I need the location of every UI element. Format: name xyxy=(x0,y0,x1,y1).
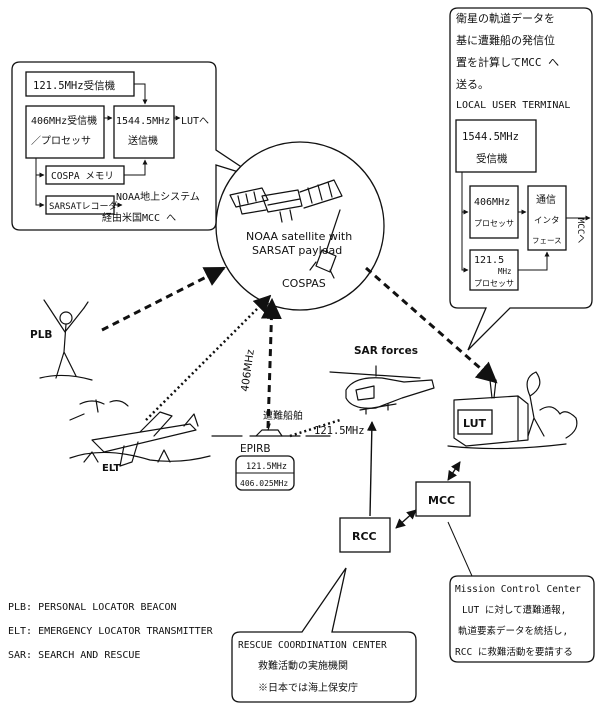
mcc-desc-4: RCC に救難活動を要請する xyxy=(455,646,573,658)
satellite-to-lut-downlink xyxy=(365,266,498,384)
legend: PLB: PERSONAL LOCATOR BEACON ELT: EMERGE… xyxy=(8,602,214,661)
links xyxy=(101,266,498,577)
epirb-to-sar-121 xyxy=(289,418,341,438)
proc-121-label-3: プロセッサ xyxy=(474,279,514,288)
sarsat-recorder-label: SARSATレコーダ xyxy=(49,200,118,212)
elt-uplink xyxy=(145,294,272,421)
rx-1544-lut-label-1: 1544.5MHz xyxy=(462,131,519,143)
epirb-label: EPIRB xyxy=(240,443,271,455)
plb-uplink xyxy=(101,266,226,332)
noaa-ground-label-2: 経由米国MCC へ xyxy=(102,211,176,224)
lut-desc-3: 置を計算してMCC へ xyxy=(456,55,559,69)
mcc-desc-2: LUT に対して遭難通報, xyxy=(462,604,566,616)
satellite-group: NOAA satellite with SARSAT payload COSPA… xyxy=(215,141,385,311)
noaa-satellite-icon xyxy=(229,179,343,223)
plb-label: PLB xyxy=(30,329,52,341)
proc-406-label-1: 406MHz xyxy=(474,197,510,208)
mcc-box xyxy=(415,481,471,517)
mcc-callout-pointer xyxy=(447,521,473,577)
rx-1544-lut-label-2: 受信機 xyxy=(476,152,508,165)
cospa-memory-label: COSPA メモリ xyxy=(51,171,114,182)
epirb-uplink xyxy=(260,297,282,429)
freq-121-label: 121.5MHz xyxy=(314,425,365,437)
cospas-satellite-icon xyxy=(309,209,341,279)
elt-label: ELT xyxy=(102,463,121,474)
tx-1544-label-2: 送信機 xyxy=(128,134,158,147)
noaa-label-1: NOAA satellite with xyxy=(246,230,352,243)
freq-406-label: 406MHz xyxy=(239,348,257,392)
rx-406-label-1: 406MHz受信機 xyxy=(31,114,97,127)
mcc-label: MCC xyxy=(428,494,455,507)
proc-121-label-1: 121.5 xyxy=(474,255,504,266)
interface-label-2: インタ xyxy=(534,216,560,226)
cospas-label: COSPAS xyxy=(282,277,326,290)
rcc-desc-2: 救難活動の実施機関 xyxy=(258,659,348,672)
proc-121-label-2: MHz xyxy=(498,267,512,276)
rcc-box xyxy=(339,517,391,553)
lut-desc-5: LOCAL USER TERMINAL xyxy=(456,100,570,111)
legend-elt: ELT: EMERGENCY LOCATOR TRANSMITTER xyxy=(8,626,214,637)
lut-to-label: LUTへ xyxy=(181,116,209,127)
interface-label-3: フェース xyxy=(532,236,562,245)
proc-406-label-2: プロセッサ xyxy=(474,219,514,228)
legend-plb: PLB: PERSONAL LOCATOR BEACON xyxy=(8,602,177,613)
lut-desc-1: 衛星の軌道データを xyxy=(456,11,555,25)
plb-figure xyxy=(39,299,93,381)
interface-label-1: 通信 xyxy=(536,194,556,206)
proc-406-box xyxy=(469,185,519,239)
legend-sar: SAR: SEARCH AND RESCUE xyxy=(8,650,140,661)
mcc-callout: Mission Control Center LUT に対して遭難通報, 軌道要… xyxy=(449,575,595,663)
rx-121-label: 121.5MHz受信機 xyxy=(33,79,116,92)
tx-1544-label-1: 1544.5MHz xyxy=(116,116,170,127)
lut-desc-4: 送る。 xyxy=(456,77,489,91)
tx-1544-box xyxy=(113,105,175,159)
elt-crashed-plane xyxy=(69,399,211,467)
rcc-callout: RESCUE COORDINATION CENTER 救難活動の実施機関 ※日本… xyxy=(231,567,417,703)
noaa-ground-label-1: NOAA地上システム xyxy=(116,190,200,203)
epirb-freq-2: 406.025MHz xyxy=(240,479,288,488)
satellite-circle xyxy=(215,141,385,311)
noaa-label-2: SARSAT payload xyxy=(252,244,342,257)
mcc-desc-3: 軌道要素データを統括し, xyxy=(458,625,568,637)
interface-box xyxy=(527,185,567,251)
lut-label: LUT xyxy=(463,417,487,430)
epirb-freq-1: 121.5MHz xyxy=(246,462,287,472)
mcc-rcc-link xyxy=(395,509,417,529)
sar-forces-label: SAR forces xyxy=(354,345,418,357)
rcc-label: RCC xyxy=(352,530,377,543)
rcc-to-sar-link xyxy=(366,421,377,517)
rcc-desc-3: ※日本では海上保安庁 xyxy=(258,681,358,694)
lut-mcc-link xyxy=(447,461,461,481)
rx-406-label-2: ／プロセッサ xyxy=(31,135,91,147)
rx-1544-lut-box xyxy=(455,119,537,173)
lut-station-icon xyxy=(447,371,578,450)
lut-desc-2: 基に遭難船の発信位 xyxy=(456,33,555,47)
mcc-desc-1: Mission Control Center xyxy=(455,584,581,595)
sar-helicopter-icon xyxy=(329,365,435,415)
lut-callout: 衛星の軌道データを 基に遭難船の発信位 置を計算してMCC へ 送る。 LOCA… xyxy=(449,7,593,351)
rx-406-box xyxy=(25,105,105,159)
sea-and-ship xyxy=(211,423,331,437)
mcc-to-label: MCCへ xyxy=(575,218,585,243)
rcc-desc-1: RESCUE COORDINATION CENTER xyxy=(238,640,387,651)
onboard-callout: 121.5MHz受信機 406MHz受信機 ／プロセッサ 1544.5MHz 送… xyxy=(11,61,259,231)
distress-ship-label: 遭難船舶 xyxy=(263,409,303,422)
